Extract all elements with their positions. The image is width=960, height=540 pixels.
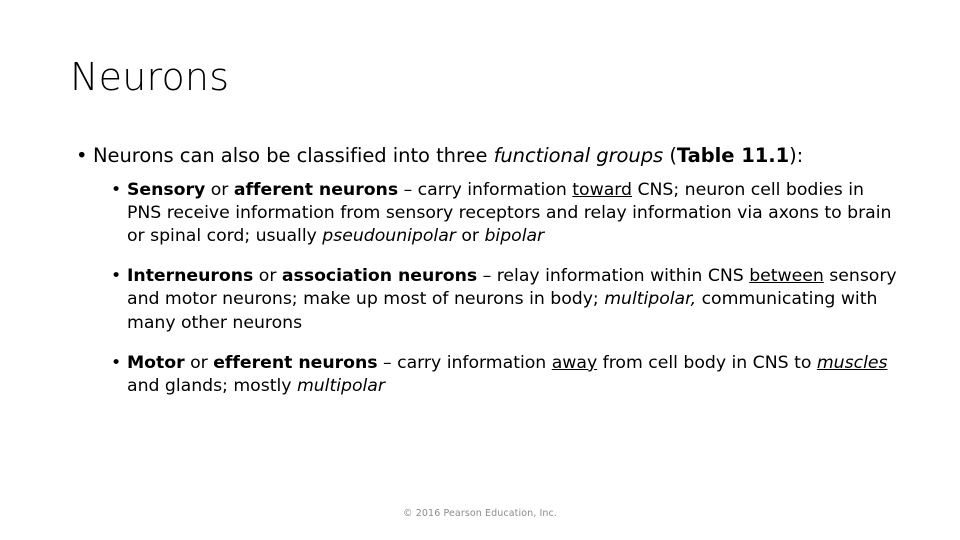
text-run: communicating with many other neurons xyxy=(127,289,878,333)
bullet-glyph-icon: • xyxy=(111,352,122,373)
text-run: efferent neurons xyxy=(213,352,378,373)
text-run: – carry information xyxy=(398,179,573,200)
bullet-item-sensory: • Sensory or afferent neurons – carry in… xyxy=(70,179,900,249)
bullet-glyph-icon: • xyxy=(111,266,122,287)
text-run: Sensory xyxy=(127,179,206,200)
text-run: or xyxy=(253,266,282,287)
text-run: association neurons xyxy=(281,266,478,287)
bullet-motor-text: Motor or efferent neurons – carry inform… xyxy=(127,353,887,396)
text-run: multipolar xyxy=(296,375,385,396)
text-run: ( xyxy=(663,144,677,167)
bullet-interneurons-text: Interneurons or association neurons – re… xyxy=(127,266,897,332)
text-run: ): xyxy=(789,144,804,167)
bullet-level1-text: Neurons can also be classified into thre… xyxy=(93,144,803,167)
text-run: or xyxy=(455,225,485,246)
sub-bullet-list: • Sensory or afferent neurons – carry in… xyxy=(70,179,900,399)
bullet-glyph-icon: • xyxy=(76,144,88,167)
text-run: Neurons can also be classified into thre… xyxy=(93,144,494,167)
text-run: bipolar xyxy=(484,225,545,246)
text-run: and glands; mostly xyxy=(127,375,297,396)
text-run: CNS; neuron cell bodies in PNS receive i… xyxy=(127,179,892,246)
text-run: sensory and motor neurons; make up most … xyxy=(127,266,897,310)
text-run: away xyxy=(551,352,598,373)
bullet-item-level1: • Neurons can also be classified into th… xyxy=(70,143,900,169)
text-run: between xyxy=(749,266,824,287)
text-run: afferent neurons xyxy=(233,179,399,200)
text-run: multipolar, xyxy=(604,289,697,310)
text-run: – carry information xyxy=(377,352,552,373)
copyright-footer: © 2016 Pearson Education, Inc. xyxy=(403,508,557,519)
text-run: or xyxy=(205,179,234,200)
text-run: muscles xyxy=(816,352,888,373)
bullet-glyph-icon: • xyxy=(111,179,122,200)
text-run: pseudounipolar xyxy=(322,225,456,246)
text-run: – relay information within CNS xyxy=(477,266,750,287)
text-run: Table 11.1 xyxy=(676,144,790,167)
text-run: functional groups xyxy=(493,144,664,167)
text-run: toward xyxy=(572,179,632,200)
bullet-item-motor: • Motor or efferent neurons – carry info… xyxy=(70,352,900,398)
slide-body: • Neurons can also be classified into th… xyxy=(70,143,900,398)
text-run: from cell body in CNS to xyxy=(597,352,817,373)
bullet-sensory-text: Sensory or afferent neurons – carry info… xyxy=(127,180,891,246)
bullet-item-interneurons: • Interneurons or association neurons – … xyxy=(70,265,900,335)
text-run: or xyxy=(184,352,214,373)
text-run: Interneurons xyxy=(127,266,254,287)
page-title: Neurons xyxy=(70,55,230,99)
text-run: Motor xyxy=(127,352,185,373)
